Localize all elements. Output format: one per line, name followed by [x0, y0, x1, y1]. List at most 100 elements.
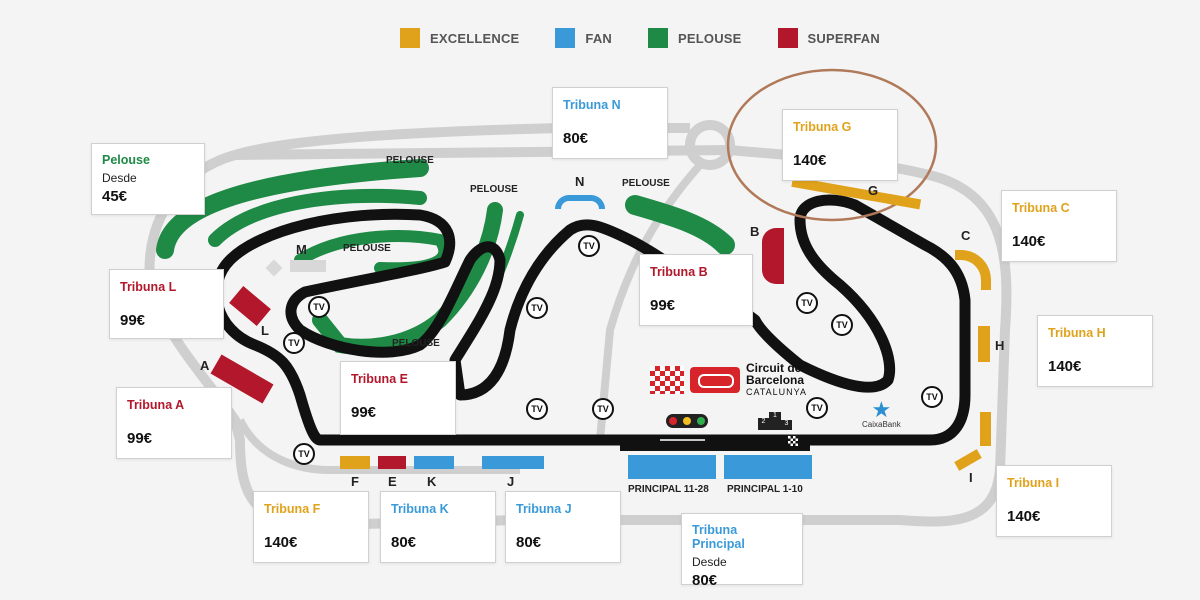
legend-swatch	[400, 28, 420, 48]
letter-a: A	[200, 358, 210, 373]
card-tribuna-i[interactable]: Tribuna I 140€	[996, 465, 1112, 537]
race-track	[210, 194, 971, 446]
pelouse-area-6	[625, 195, 735, 255]
card-tribuna-l[interactable]: Tribuna L 99€	[109, 269, 224, 339]
card-price: 140€	[1048, 358, 1082, 375]
letter-n: N	[575, 174, 585, 189]
card-title: Tribuna I	[1007, 476, 1060, 490]
card-tribuna-n[interactable]: Tribuna N 80€	[552, 87, 668, 159]
legend-item-fan[interactable]: FAN	[555, 28, 612, 48]
card-price: 45€	[102, 188, 128, 205]
letter-m: M	[296, 242, 307, 257]
card-tribuna-a[interactable]: Tribuna A 99€	[116, 387, 232, 459]
podium-icon: 2 1 3	[758, 412, 792, 430]
principal-11-28-label: PRINCIPAL 11-28	[628, 484, 709, 495]
legend-item-pelouse[interactable]: PELOUSE	[648, 28, 742, 48]
legend: EXCELLENCE FAN PELOUSE SUPERFAN	[400, 28, 916, 48]
card-tribuna-e[interactable]: Tribuna E 99€	[340, 361, 456, 435]
card-tribuna-k[interactable]: Tribuna K 80€	[380, 491, 496, 563]
stand-k[interactable]	[414, 456, 454, 469]
card-tribuna-h[interactable]: Tribuna H 140€	[1037, 315, 1153, 387]
card-tribuna-f[interactable]: Tribuna F 140€	[253, 491, 369, 563]
start-lights-icon	[666, 414, 708, 428]
star-icon: ★	[871, 397, 892, 422]
card-title: Tribuna A	[127, 398, 185, 412]
podium-step-1: 1	[769, 412, 781, 430]
card-title: Tribuna K	[391, 502, 449, 516]
logo-line3: CATALUNYA	[746, 387, 808, 397]
card-title: Tribuna G	[793, 120, 852, 134]
tv-icon: TV	[526, 398, 548, 420]
letter-f: F	[351, 474, 359, 489]
stand-c[interactable]	[955, 250, 991, 290]
card-price: 99€	[351, 404, 377, 421]
letter-h: H	[995, 338, 1005, 353]
card-tribuna-b[interactable]: Tribuna B 99€	[639, 254, 753, 326]
tv-icon: TV	[526, 297, 548, 319]
letter-j: J	[507, 474, 515, 489]
checkered-flag-icon	[650, 366, 684, 394]
tv-icon: TV	[578, 235, 600, 257]
card-price: 99€	[120, 312, 146, 329]
letter-e: E	[388, 474, 397, 489]
stand-e[interactable]	[378, 456, 406, 469]
light-red	[669, 417, 677, 425]
legend-swatch	[555, 28, 576, 48]
card-title: Pelouse	[102, 153, 150, 167]
stand-principal-11-28[interactable]	[628, 455, 716, 479]
stand-n[interactable]	[555, 195, 605, 209]
stand-m[interactable]	[290, 260, 326, 272]
card-title: Tribuna Principal	[692, 523, 745, 551]
card-tribuna-c[interactable]: Tribuna C 140€	[1001, 190, 1117, 262]
card-price: 80€	[692, 572, 718, 589]
tv-icon: TV	[806, 397, 828, 419]
stand-f[interactable]	[340, 456, 370, 469]
card-title: Tribuna B	[650, 265, 708, 279]
finish-line-icon	[788, 436, 798, 446]
stand-principal-1-10[interactable]	[724, 455, 812, 479]
legend-item-superfan[interactable]: SUPERFAN	[777, 28, 880, 48]
stand-i-1[interactable]	[980, 412, 991, 446]
tv-icon: TV	[592, 398, 614, 420]
card-tribuna-g[interactable]: Tribuna G 140€	[782, 109, 898, 181]
card-price: 80€	[563, 130, 589, 147]
logo-line2: Barcelona	[746, 373, 805, 387]
card-title: Tribuna C	[1012, 201, 1070, 215]
light-yellow	[683, 417, 691, 425]
pelouse-area-2	[208, 188, 427, 247]
circuit-track-icon	[690, 367, 740, 393]
pelouse-label: PELOUSE	[343, 243, 391, 254]
pelouse-label: PELOUSE	[392, 338, 440, 349]
card-pelouse[interactable]: Pelouse Desde 45€	[91, 143, 205, 215]
stand-h[interactable]	[978, 326, 990, 362]
circuit-logo: Circuit de Barcelona CATALUNYA	[650, 362, 807, 398]
legend-item-excellence[interactable]: EXCELLENCE	[400, 28, 519, 48]
letter-k: K	[427, 474, 437, 489]
letter-l: L	[261, 323, 269, 338]
legend-label: EXCELLENCE	[430, 30, 520, 46]
tv-icon: TV	[831, 314, 853, 336]
tv-icon: TV	[283, 332, 305, 354]
card-desde: Desde	[692, 555, 727, 569]
card-tribuna-principal[interactable]: Tribuna Principal Desde 80€	[681, 513, 803, 589]
stand-b[interactable]	[762, 228, 784, 284]
letter-g: G	[868, 183, 879, 198]
sponsor-logo: ★ CaixaBank	[862, 397, 901, 430]
logo-line1: Circuit de	[746, 361, 802, 375]
letter-b: B	[750, 224, 760, 239]
letter-c: C	[961, 228, 971, 243]
card-tribuna-j[interactable]: Tribuna J 80€	[505, 491, 621, 563]
stand-j[interactable]	[482, 456, 544, 469]
pelouse-label: PELOUSE	[386, 155, 434, 166]
legend-swatch	[777, 28, 798, 48]
card-desde: Desde	[102, 171, 137, 185]
podium-step-3: 3	[781, 420, 792, 430]
light-green	[697, 417, 705, 425]
card-title: Tribuna N	[563, 98, 621, 112]
podium-step-2: 2	[758, 418, 769, 430]
tv-icon: TV	[921, 386, 943, 408]
card-price: 99€	[127, 430, 153, 447]
card-price: 140€	[1007, 508, 1041, 525]
card-title: Tribuna E	[351, 372, 408, 386]
